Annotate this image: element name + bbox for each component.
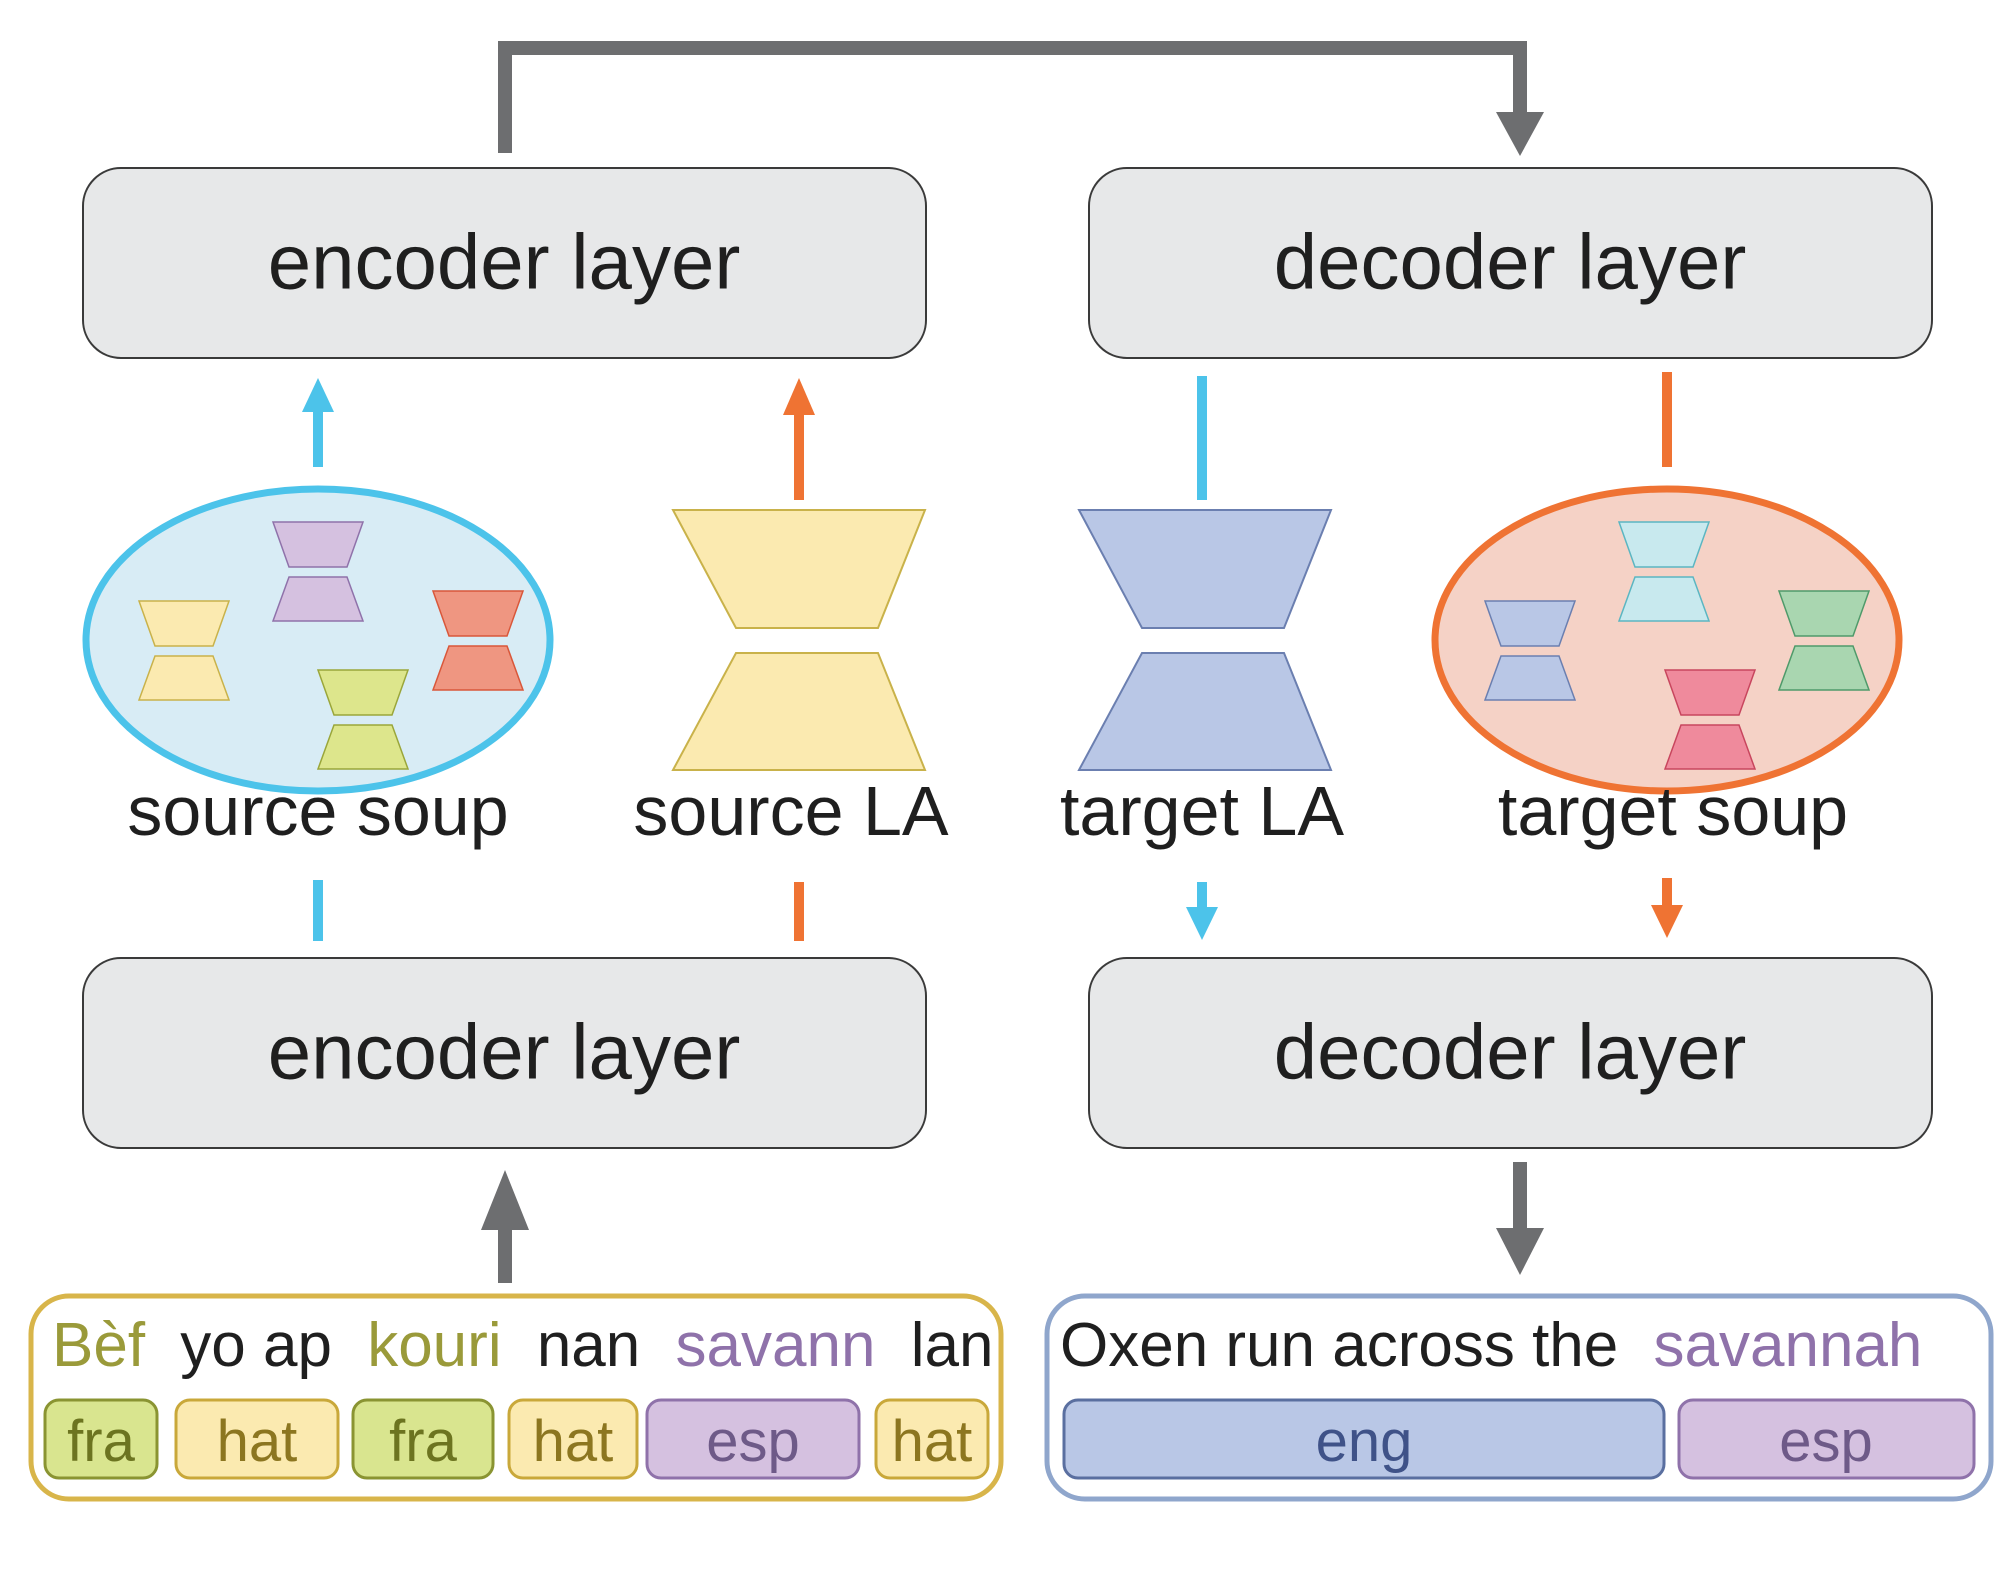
target-soup [1431,485,1903,795]
adapter-cyan-small [1617,521,1711,622]
decoder-layer-top-label: decoder layer [1274,218,1747,306]
output-down-arrowhead [1496,1228,1544,1275]
source-word-0: Bèf [52,1311,146,1380]
input-up-arrowhead [481,1170,529,1230]
target-la-down-arrowhead [1186,907,1218,940]
svg-text:fra: fra [389,1409,457,1474]
skip-connection-arrow [498,41,1527,153]
source-soup-up-arrowhead [302,378,334,412]
svg-text:hat: hat [533,1409,614,1474]
svg-text:esp: esp [706,1409,800,1474]
source-la-label: source LA [633,772,948,850]
source-sentence: Bèf yo ap kouri nan savann lan [52,1311,993,1380]
adapter-blue-small [1483,600,1577,701]
decoder-layer-top: decoder layer [1088,167,1933,359]
target-soup-label: target soup [1498,772,1848,850]
target-word-0: Oxen run across the [1060,1311,1618,1380]
source-word-1: yo ap [180,1311,332,1380]
encoder-layer-top-label: encoder layer [268,218,741,306]
source-tag-4: esp [645,1398,861,1480]
source-soup [82,485,554,795]
adapter-pink-small [1663,669,1757,770]
decoder-layer-bottom: decoder layer [1088,957,1933,1149]
source-soup-label: source soup [127,772,508,850]
adapter-red-small [431,590,525,691]
target-la-label: target LA [1060,772,1344,850]
source-word-4: savann [676,1311,876,1380]
target-sentence-box: Oxen run across the savannah eng esp [1044,1293,1994,1502]
source-word-5: lan [911,1311,994,1380]
adapter-teal-green-small [1777,590,1871,691]
source-tag-5: hat [874,1398,990,1480]
source-tag-3: hat [507,1398,639,1480]
encoder-layer-top: encoder layer [82,167,927,359]
adapter-green-small [316,669,410,770]
adapter-yellow-small [137,600,231,701]
source-la-up-arrowhead [783,378,815,415]
source-sentence-box: Bèf yo ap kouri nan savann lan fra hat f… [28,1293,1004,1502]
source-word-3: nan [537,1311,640,1380]
target-tag-1: esp [1677,1398,1976,1480]
svg-text:eng: eng [1316,1409,1413,1474]
target-sentence: Oxen run across the savannah [1060,1311,1922,1380]
encoder-layer-bottom-label: encoder layer [268,1008,741,1096]
source-la-adapter [671,509,927,771]
encoder-layer-bottom: encoder layer [82,957,927,1149]
decoder-layer-bottom-label: decoder layer [1274,1008,1747,1096]
adapter-purple-small [271,521,365,622]
svg-text:hat: hat [892,1409,973,1474]
target-word-1: savannah [1654,1311,1923,1380]
svg-text:hat: hat [217,1409,298,1474]
source-word-2: kouri [367,1311,501,1380]
source-tag-2: fra [351,1398,495,1480]
target-la-adapter [1077,509,1333,771]
source-tag-1: hat [174,1398,340,1480]
skip-connection-arrowhead [1496,112,1544,156]
target-tag-0: eng [1062,1398,1666,1480]
svg-text:esp: esp [1779,1409,1873,1474]
source-tag-0: fra [43,1398,159,1480]
target-soup-down-arrowhead [1651,905,1683,938]
svg-text:fra: fra [67,1409,135,1474]
